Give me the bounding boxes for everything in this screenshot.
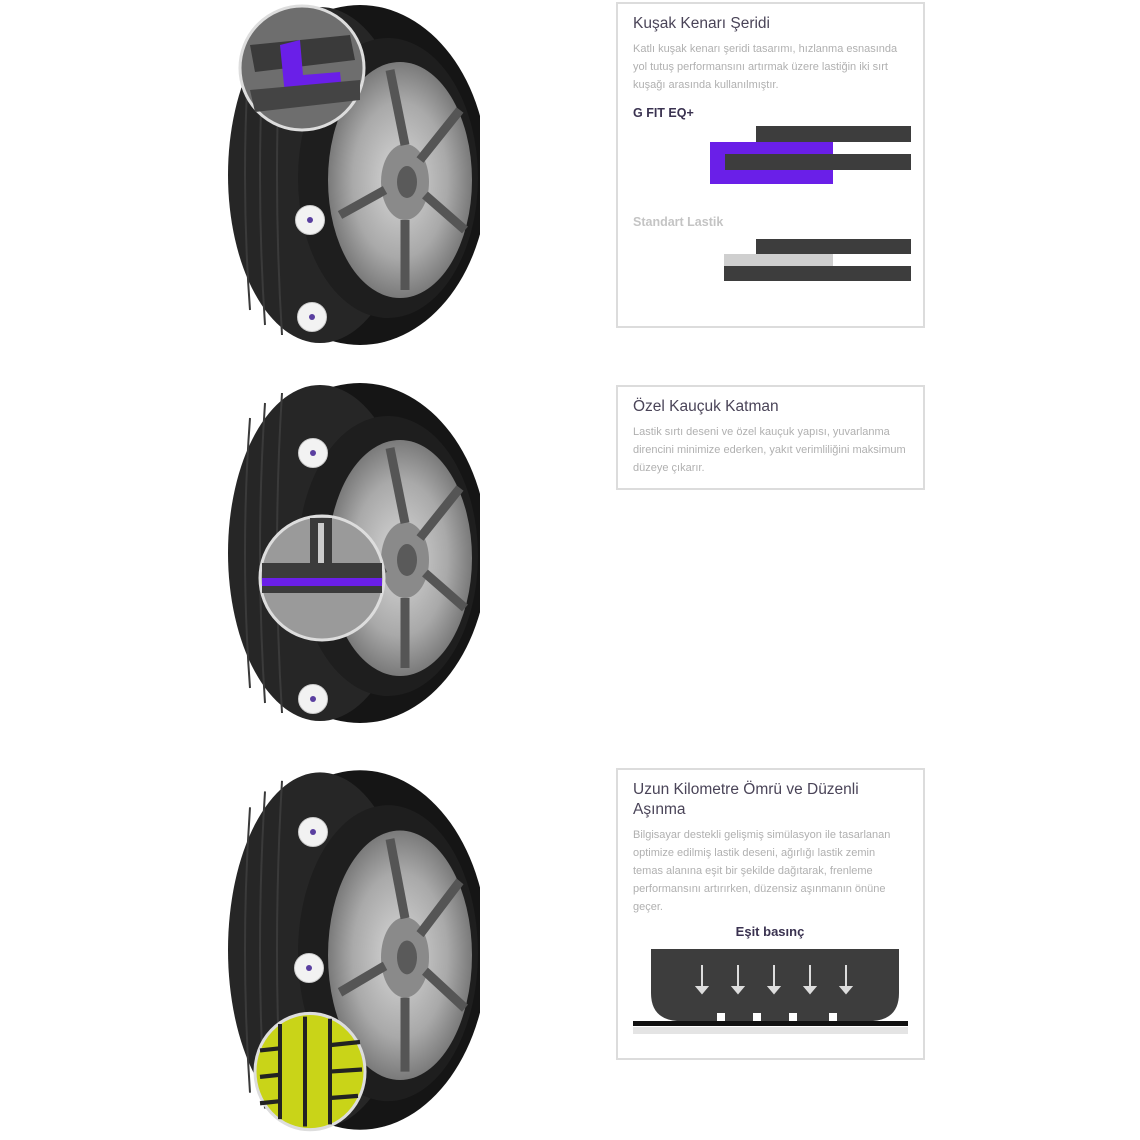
feature-description: Katlı kuşak kenarı şeridi tasarımı, hızl…	[633, 43, 898, 91]
tire-image-rubber-layer	[210, 378, 480, 728]
belt-diagram-product	[633, 120, 911, 215]
product-label: G FIT EQ+	[633, 106, 694, 120]
feature-title: Uzun Kilometre Ömrü ve Düzenli Aşınma	[633, 781, 859, 818]
hotspot-marker[interactable]	[297, 302, 327, 332]
hotspot-marker[interactable]	[295, 205, 325, 235]
zoom-callout-belt	[238, 4, 366, 132]
standard-label: Standart Lastik	[633, 215, 724, 229]
zoom-callout-tread	[253, 1011, 367, 1132]
hotspot-marker[interactable]	[294, 953, 324, 983]
belt-diagram-standard	[633, 229, 911, 287]
arrow-down-icons	[694, 965, 854, 995]
hotspot-marker[interactable]	[298, 438, 328, 468]
feature-description: Bilgisayar destekli gelişmiş simülasyon …	[633, 829, 891, 913]
feature-title: Kuşak Kenarı Şeridi	[633, 15, 770, 32]
tire-image-belt-edge-strip	[210, 0, 480, 345]
even-pressure-diagram	[633, 949, 908, 1034]
hotspot-marker[interactable]	[298, 817, 328, 847]
hotspot-marker[interactable]	[298, 684, 328, 714]
feature-card-belt-edge-strip: Kuşak Kenarı Şeridi Katlı kuşak kenarı ş…	[616, 2, 925, 328]
feature-description: Lastik sırtı deseni ve özel kauçuk yapıs…	[633, 426, 906, 474]
feature-card-even-wear: Uzun Kilometre Ömrü ve Düzenli Aşınma Bi…	[616, 768, 925, 1060]
feature-card-rubber-layer: Özel Kauçuk Katman Lastik sırtı deseni v…	[616, 385, 925, 490]
tire-image-even-wear	[210, 765, 480, 1135]
feature-title: Özel Kauçuk Katman	[633, 398, 779, 415]
zoom-callout-rubber	[258, 514, 386, 642]
diagram-label: Eşit basınç	[735, 924, 805, 939]
